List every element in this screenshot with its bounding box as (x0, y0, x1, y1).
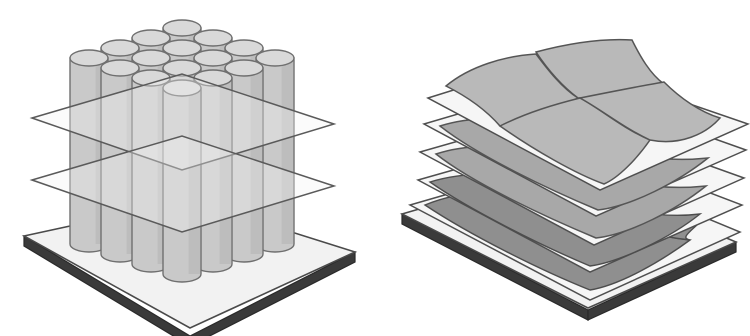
bag-stack-illustration (0, 0, 750, 336)
packaging-diagram (0, 0, 750, 336)
